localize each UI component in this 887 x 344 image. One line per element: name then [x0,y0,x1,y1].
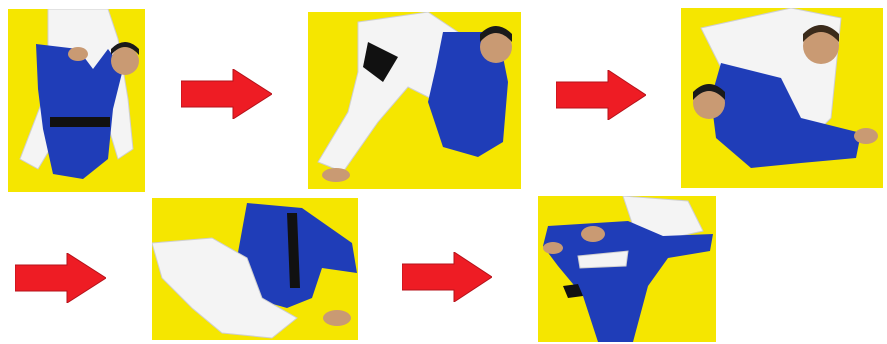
judo-photo-step-4 [152,198,358,340]
judo-photo-step-3 [681,8,883,188]
judo-photo-step-5 [538,196,716,342]
hand [581,226,605,242]
photo-step-1 [8,9,145,192]
black-belt [50,117,110,127]
judo-photo-step-1 [8,9,145,192]
judo-photo-step-2 [308,12,521,189]
foot [323,310,351,326]
head [111,47,139,75]
photo-step-4 [152,198,358,340]
photo-step-3 [681,8,883,188]
right-arrow-icon [181,69,272,119]
right-arrow-icon [402,252,492,302]
foot [543,242,563,254]
right-arrow-icon [15,253,106,303]
foot [854,128,878,144]
right-arrow-icon [556,70,646,120]
foot [322,168,350,182]
photo-step-2 [308,12,521,189]
photo-step-5 [538,196,716,342]
hand [68,47,88,61]
